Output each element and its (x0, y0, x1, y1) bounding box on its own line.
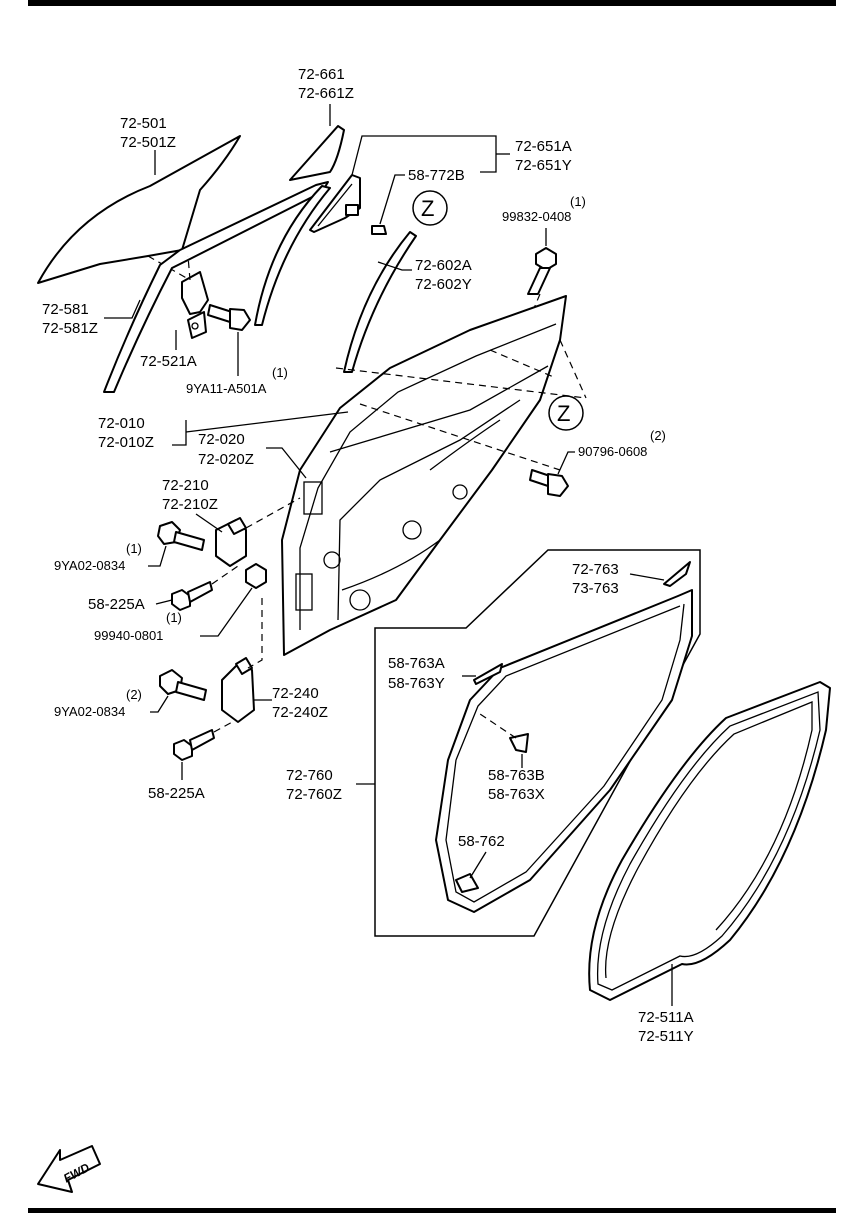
bottom-border-bar (28, 1208, 836, 1213)
clip-763b-label: 58-763B 58-763X (488, 767, 545, 803)
door-shell-label: 72-010 72-010Z (98, 415, 154, 451)
upper-hinge (215, 517, 247, 567)
trim-763-label: 72-763 73-763 (572, 561, 619, 597)
weatherstrip-511-label: 72-511A 72-511Y (638, 1009, 694, 1045)
bolt-0408-label: 99832-0408 (502, 209, 571, 224)
svg-text:73-763: 73-763 (572, 580, 619, 597)
svg-text:72-020: 72-020 (198, 431, 245, 448)
svg-text:58-763X: 58-763X (488, 786, 545, 803)
glass-label: 72-501 72-501Z (120, 115, 176, 151)
clip-58-763b (509, 733, 529, 753)
nut-0801-label: 99940-0801 (94, 628, 163, 643)
lower-hinge (221, 657, 255, 723)
bolt-0834-lower-qty: (2) (126, 687, 142, 702)
svg-text:58-763B: 58-763B (488, 767, 545, 784)
svg-text:72-010: 72-010 (98, 415, 145, 432)
view-z-marker-upper: Z (412, 190, 448, 226)
svg-text:72-651Y: 72-651Y (515, 157, 572, 174)
bolt-9ya02-0834-lower (159, 669, 207, 701)
lower-hinge-label: 72-240 72-240Z (272, 685, 328, 721)
bolt-58-225a-upper (171, 581, 213, 611)
bolt-a501a-qty: (1) (272, 365, 288, 380)
quarter-glass-label: 72-661 72-661Z (298, 66, 354, 102)
bolt-0608-label: 90796-0608 (578, 444, 647, 459)
top-border-bar (28, 0, 836, 6)
bolt-99832-0408 (527, 247, 557, 295)
body-weatherstrip-72-511 (588, 681, 831, 1001)
svg-text:72-240: 72-240 (272, 685, 319, 702)
door-glass (37, 135, 241, 284)
quarter-seal-label: 72-651A 72-651Y (515, 138, 572, 174)
bolt-a501a-label: 9YA11-A501A (186, 381, 267, 396)
quarter-glass (289, 125, 345, 181)
svg-text:72-501Z: 72-501Z (120, 134, 176, 151)
bolt-58-225a-lower (173, 729, 215, 761)
clip-58-763a (473, 663, 503, 685)
bolt-225a-lower-label: 58-225A (148, 785, 205, 802)
channel-label: 72-581 72-581Z (42, 301, 98, 337)
forward-direction-arrow: FWD (37, 1145, 101, 1193)
svg-text:72-763: 72-763 (572, 561, 619, 578)
bolt-225a-upper-label: 58-225A (88, 596, 145, 613)
svg-text:72-661: 72-661 (298, 66, 345, 83)
nut-0801-qty: (1) (166, 610, 182, 625)
svg-text:72-661Z: 72-661Z (298, 85, 354, 102)
svg-text:72-210: 72-210 (162, 477, 209, 494)
sash-seal-label: 72-602A 72-602Y (415, 257, 472, 293)
clip-58-762 (455, 873, 479, 893)
sash-seal (343, 231, 417, 373)
svg-text:72-210Z: 72-210Z (162, 496, 218, 513)
weatherstrip-callout-box (374, 549, 701, 937)
svg-text:Z: Z (421, 196, 434, 221)
svg-text:72-581Z: 72-581Z (42, 320, 98, 337)
svg-text:72-602Y: 72-602Y (415, 276, 472, 293)
bolt-9ya11-a501a (207, 304, 251, 331)
svg-text:72-760Z: 72-760Z (286, 786, 342, 803)
svg-text:58-763Y: 58-763Y (388, 675, 445, 692)
weatherstrip-760-label: 72-760 72-760Z (286, 767, 342, 803)
bolt-0408-qty: (1) (570, 194, 586, 209)
clip-772b-label: 58-772B (408, 167, 465, 184)
bolt-90796-0608 (529, 469, 569, 497)
bolt-0834-lower-label: 9YA02-0834 (54, 704, 125, 719)
svg-text:58-763A: 58-763A (388, 655, 445, 672)
svg-text:Z: Z (557, 401, 570, 426)
svg-text:72-511Y: 72-511Y (638, 1028, 694, 1045)
clip-763a-label: 58-763A 58-763Y (388, 655, 445, 692)
door-assembly-label: 72-020 72-020Z (198, 431, 254, 468)
division-bar (254, 174, 361, 326)
view-z-marker-lower: Z (548, 395, 584, 431)
svg-text:72-020Z: 72-020Z (198, 451, 254, 468)
svg-text:72-581: 72-581 (42, 301, 89, 318)
svg-text:72-602A: 72-602A (415, 257, 472, 274)
bolt-0834-upper-label: 9YA02-0834 (54, 558, 125, 573)
trim-72-763 (663, 561, 691, 587)
bracket-72-521a (181, 271, 209, 339)
clip-762-label: 58-762 (458, 833, 505, 850)
bolt-0608-qty: (2) (650, 428, 666, 443)
svg-text:72-501: 72-501 (120, 115, 167, 132)
bracket-label: 72-521A (140, 353, 197, 370)
svg-text:72-511A: 72-511A (638, 1009, 694, 1026)
svg-text:72-651A: 72-651A (515, 138, 572, 155)
upper-hinge-label: 72-210 72-210Z (162, 477, 218, 513)
clip-58-772b (371, 225, 387, 235)
bolt-0834-upper-qty: (1) (126, 541, 142, 556)
bolt-9ya02-0834-upper (157, 521, 205, 551)
svg-text:72-010Z: 72-010Z (98, 434, 154, 451)
svg-text:72-760: 72-760 (286, 767, 333, 784)
nut-99940-0801 (245, 563, 267, 589)
svg-text:72-240Z: 72-240Z (272, 704, 328, 721)
door-shell (281, 295, 567, 656)
